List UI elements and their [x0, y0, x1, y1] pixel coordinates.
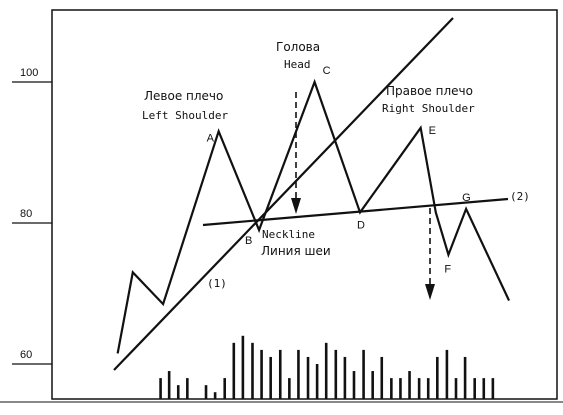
trendline-marker: (1) [207, 277, 227, 290]
head-label-ru: Голова [276, 40, 320, 54]
y-tick-label: 80 [20, 208, 32, 220]
point-label-e: E [429, 125, 436, 137]
point-label-g: G [462, 192, 471, 204]
point-label-d: D [357, 219, 365, 231]
breakout-projection-arrow [425, 208, 435, 300]
point-label-b: B [245, 235, 252, 247]
right-shoulder-label-ru: Правое плечо [386, 84, 473, 98]
left-shoulder-label-ru: Левое плечо [144, 89, 223, 103]
chart-frame [51, 9, 558, 400]
point-label-c: C [323, 65, 331, 77]
y-axis-ticks: 60 80 100 [12, 67, 52, 365]
y-tick-label: 60 [20, 349, 32, 361]
point-label-f: F [444, 264, 451, 276]
left-shoulder-label-en: Left Shoulder [142, 109, 228, 122]
right-shoulder-label-en: Right Shoulder [382, 102, 475, 115]
point-labels: A B C D E F G [207, 65, 471, 276]
neckline [202, 197, 509, 227]
price-line [116, 78, 511, 354]
neckline-label-ru: Линия шеи [261, 244, 331, 258]
head-label-en: Head [284, 58, 311, 71]
neckline-marker: (2) [510, 190, 530, 203]
volume-bars [159, 335, 495, 400]
head-projection-arrow [291, 92, 301, 214]
neckline-label-en: Neckline [262, 228, 315, 241]
uptrend-line [113, 17, 454, 371]
y-tick-label: 100 [20, 67, 38, 79]
point-label-a: A [207, 132, 215, 144]
